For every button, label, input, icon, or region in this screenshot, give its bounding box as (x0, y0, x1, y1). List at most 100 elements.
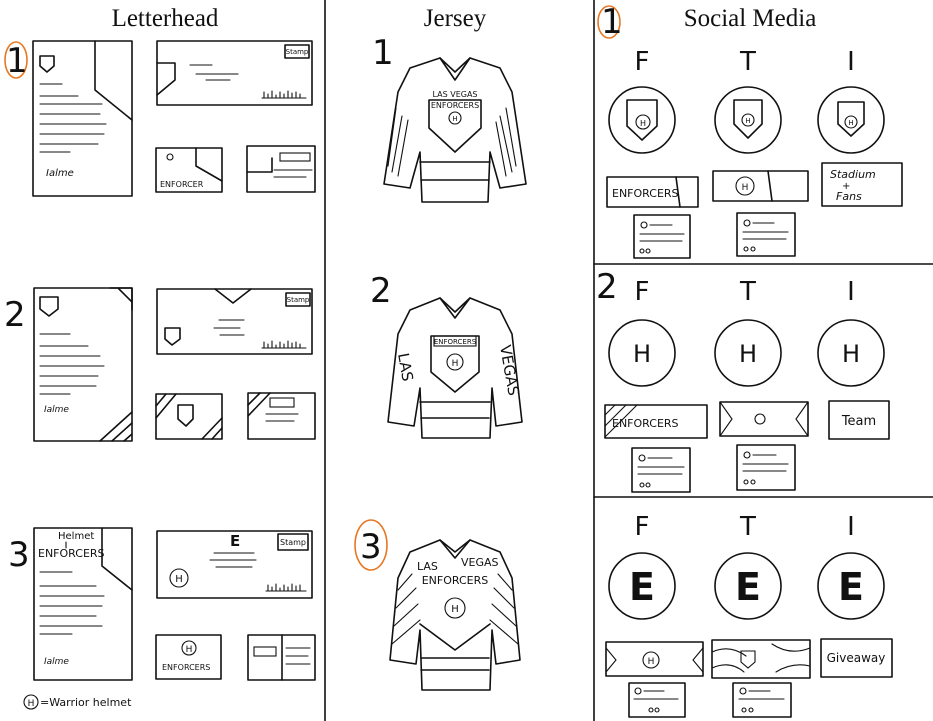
jersey2-las: LAS (394, 352, 417, 383)
social-row2-banner-i: Team (828, 400, 890, 440)
social-row2-profile-f: H (608, 319, 676, 387)
letterhead-1-envelope: Stamp (156, 40, 313, 106)
highlight-circle-social-1 (597, 5, 621, 39)
signature-2: Ialme (44, 405, 69, 415)
social-row3-post-t (732, 682, 792, 718)
row3-t-e: E (735, 565, 761, 609)
legend-text: =Warrior helmet (40, 696, 132, 709)
stamp-label: Stamp (286, 48, 309, 56)
jersey-3: LAS VEGAS ENFORCERS H (389, 539, 521, 691)
card-enforcer-label: ENFORCER (160, 180, 204, 189)
letterhead-1-card-back (246, 145, 316, 193)
letterhead-2-page: Ialme (33, 287, 133, 442)
letterhead-number-2: 2 (4, 295, 26, 335)
letterhead-number-3: 3 (8, 535, 30, 575)
signature-3: Ialme (44, 657, 69, 667)
jersey3-las: LAS (417, 560, 438, 573)
social-row1-banner-i: Stadium + Fans (821, 162, 903, 207)
letterhead-3-card-back (247, 634, 316, 681)
social-number-2: 2 (596, 267, 618, 307)
header-social-media: Social Media (684, 5, 817, 32)
jersey3-vegas: VEGAS (461, 556, 499, 569)
helmet-note: Helmet (58, 531, 94, 542)
letterhead-3-card-front: H ENFORCERS (155, 634, 222, 680)
social-row2-post-f (631, 447, 691, 493)
social-row3-banner-t (711, 639, 811, 679)
helmet-legend: H =Warrior helmet (23, 694, 132, 710)
row1-fans: Fans (836, 190, 862, 203)
social-number-1: 1 (601, 2, 623, 42)
social-col-f-1: F (635, 47, 650, 77)
social-row1-banner-t: H (712, 170, 809, 202)
jersey2-enforcers: ENFORCERS (434, 338, 477, 346)
row3-giveaway: Giveaway (827, 651, 886, 665)
social-row1-profile-f: H (608, 86, 676, 154)
header-letterhead: Letterhead (112, 5, 219, 32)
social-row2-banner-f: ENFORCERS (604, 404, 708, 439)
social-row2-profile-i: H (817, 319, 885, 387)
row1-f-h: H (640, 119, 646, 128)
jersey-2: ENFORCERS H LAS VEGAS (387, 297, 523, 439)
jersey1-enforcers: ENFORCERS (431, 101, 479, 110)
card-enforcers-label: ENFORCERS (162, 663, 210, 672)
social-row3-banner-f: H (605, 641, 704, 677)
social-col-i-3: I (847, 512, 855, 542)
row1-banner-enforcers: ENFORCERS (612, 187, 679, 200)
jersey-1: LAS VEGAS ENFORCERS H (383, 57, 527, 203)
jersey1-h: H (452, 115, 457, 123)
row3-i-e: E (838, 565, 864, 609)
helmet-logo (169, 568, 189, 588)
social-col-t-1: T (739, 47, 756, 77)
card-helmet-h: H (186, 645, 193, 655)
social-col-i-2: I (847, 277, 855, 307)
social-row1-post-f (633, 214, 691, 259)
social-row2-profile-t: H (714, 319, 782, 387)
social-row2-post-t (736, 444, 796, 491)
social-col-i-1: I (847, 47, 855, 77)
envelope-helmet-h: H (175, 574, 183, 585)
social-row3-profile-i: E (817, 552, 885, 620)
row2-t-h: H (739, 340, 757, 368)
letterhead-1-page: Ialme (32, 40, 133, 197)
row1-t-h: H (745, 117, 750, 125)
social-row3-profile-t: E (714, 552, 782, 620)
letterhead-2-envelope: Stamp (156, 288, 313, 355)
social-row2-banner-t (719, 401, 809, 437)
letterhead-number-1: 1 (6, 41, 28, 81)
letterhead-3-page: Helmet ENFORCERS Ialme (33, 527, 133, 681)
shield-icon (177, 404, 194, 427)
row1-banner-t-h: H (742, 183, 749, 193)
social-col-t-2: T (739, 277, 756, 307)
social-row3-post-f (628, 682, 686, 718)
signature: Ialme (46, 168, 74, 179)
jersey-number-1: 1 (372, 33, 394, 73)
row2-banner-enforcers: ENFORCERS (612, 417, 679, 430)
jersey2-vegas: VEGAS (496, 344, 523, 398)
letterhead-3-envelope: E Stamp H (156, 530, 313, 599)
jersey-number-2: 2 (370, 271, 392, 311)
letterhead-2-card-back (247, 392, 316, 440)
letterhead-2-card-front (155, 393, 223, 440)
letterhead-enforcers-text: ENFORCERS (38, 547, 105, 560)
jersey2-h: H (452, 359, 459, 369)
highlight-circle-jersey-3 (354, 519, 388, 571)
stamp-label-3: Stamp (280, 538, 306, 547)
row3-banner-h: H (648, 657, 655, 667)
social-row1-profile-t: H (714, 86, 782, 154)
jersey1-lasvegas: LAS VEGAS (432, 90, 477, 99)
stamp-label-2: Stamp (287, 296, 310, 304)
jersey3-enforcers: ENFORCERS (422, 574, 489, 587)
helmet-logo (181, 640, 197, 656)
shield-icon (164, 327, 181, 346)
social-row1-banner-f: ENFORCERS (606, 176, 699, 208)
social-row1-profile-i: H (817, 86, 885, 154)
row1-stadium: Stadium (830, 168, 876, 181)
jersey3-h: H (451, 604, 459, 615)
jersey-number-3: 3 (360, 527, 382, 567)
shield-icon (39, 55, 55, 73)
row1-plus: + (842, 181, 850, 192)
shield-icon (39, 296, 59, 317)
social-row3-banner-i: Giveaway (820, 638, 893, 678)
social-row3-profile-f: E (608, 552, 676, 620)
